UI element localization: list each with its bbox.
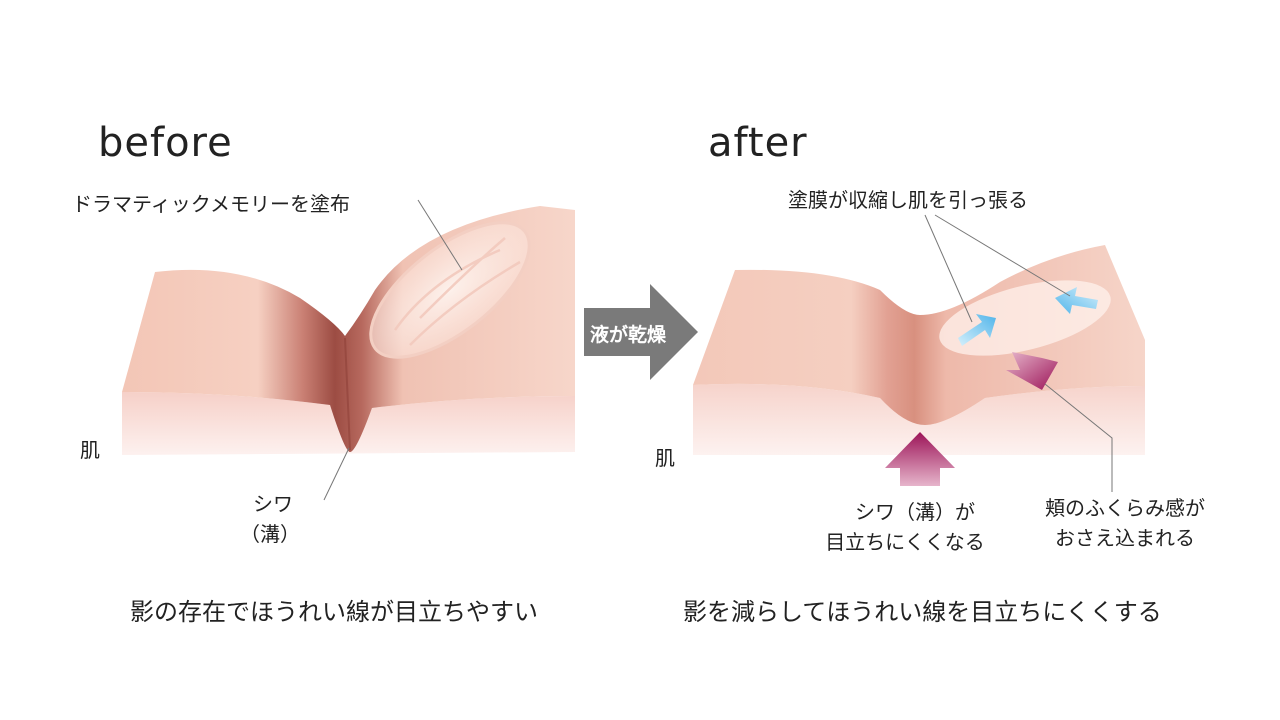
after-skin-label: 肌	[655, 446, 675, 470]
after-skin-block	[693, 245, 1145, 455]
before-wrinkle-label-line1: シワ	[253, 492, 293, 516]
before-wrinkle-leader	[323, 447, 350, 501]
after-film-label: 塗膜が収縮し肌を引っ張る	[788, 188, 1028, 212]
after-film-leader-2	[934, 214, 1071, 297]
after-cheek-label-line1: 頬のふくらみ感が	[1045, 496, 1205, 520]
after-wrinkle-label-line2: 目立ちにくくなる	[825, 530, 985, 554]
before-coating-leader	[417, 199, 463, 271]
up-arrow-icon	[885, 352, 1058, 486]
before-coating-label: ドラマティックメモリーを塗布	[72, 192, 350, 216]
after-cheek-leader	[1044, 383, 1113, 492]
before-skin-label: 肌	[80, 438, 100, 462]
before-wrinkle-crease	[344, 337, 351, 451]
after-cheek-label-line2: おさえ込まれる	[1055, 526, 1195, 550]
right-arrow-icon	[584, 284, 698, 380]
after-wrinkle-label-line1: シワ（溝）が	[855, 500, 975, 524]
after-skin-side	[693, 383, 1145, 455]
before-wrinkle-label-line2: （溝）	[240, 522, 300, 546]
after-film-leader-1	[924, 214, 973, 323]
before-skin-block	[122, 206, 575, 455]
before-skin-side	[122, 392, 575, 455]
before-heading: before	[98, 120, 233, 166]
before-coating-ripple	[393, 237, 521, 346]
transition-label: 液が乾燥	[590, 324, 667, 346]
after-heading: after	[708, 120, 808, 166]
after-caption: 影を減らしてほうれい線を目立ちにくくする	[683, 598, 1162, 626]
before-caption: 影の存在でほうれい線が目立ちやすい	[130, 598, 538, 626]
